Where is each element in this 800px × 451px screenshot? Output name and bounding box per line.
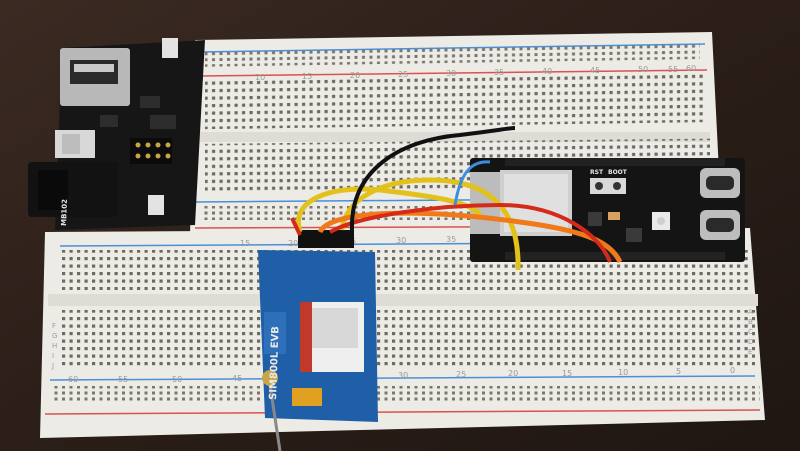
orange-wire	[317, 210, 623, 264]
bb-row-letter: C	[748, 328, 753, 336]
bottom-breadboard-labels: 15 20 25 30 35 40 60 55 50 45 30 25 20 1…	[51, 234, 753, 384]
bb-mid-num: 20	[288, 239, 298, 248]
bb-bottom-num: 25	[456, 370, 466, 379]
bb-row-letter: F	[52, 322, 56, 330]
bb-row-letter: D	[748, 338, 753, 346]
bb-top-num: 10	[255, 73, 265, 82]
bb-mid-num: 35	[446, 235, 456, 244]
top-breadboard-numbers: 10 15 20 25 30 35 40 45 50 55 60	[255, 64, 696, 82]
bb-bottom-num: 50	[172, 375, 182, 384]
bb-row-letter: I	[52, 352, 54, 360]
bb-row-letter: B	[748, 318, 753, 326]
bb-bottom-num: 15	[562, 369, 572, 378]
bb-row-letter: J	[51, 362, 54, 370]
bb-mid-num: 30	[396, 236, 406, 245]
antenna-connector	[262, 370, 278, 386]
boot-label: BOOT	[608, 169, 628, 176]
red-wire	[329, 202, 612, 263]
bb-top-num: 55	[668, 65, 678, 74]
power-module-label: MB102	[60, 199, 69, 226]
sim800l-module: SIM800L EVB	[258, 230, 378, 451]
header-pins	[130, 138, 172, 164]
bb-top-num: 25	[398, 70, 408, 79]
red-wire	[290, 217, 302, 236]
blue-wire	[453, 160, 491, 206]
bb-bottom-num: 5	[676, 367, 681, 376]
bb-row-letter: G	[52, 332, 57, 340]
sim-module-label: SIM800L EVB	[268, 326, 282, 400]
bb-mid-num: 15	[240, 239, 250, 248]
rst-label: RST	[590, 169, 604, 176]
bb-top-num: 60	[686, 64, 696, 73]
bb-bottom-num: 20	[508, 369, 518, 378]
jumper	[162, 38, 178, 58]
bb-bottom-num: 0	[730, 366, 735, 375]
jumper	[148, 195, 164, 215]
bb-row-letter: A	[748, 308, 753, 316]
bb-bottom-num: 10	[618, 368, 628, 377]
yellow-wire	[296, 186, 483, 233]
bb-row-letter: H	[52, 342, 57, 350]
bb-row-letter: E	[748, 348, 752, 356]
bb-top-num: 30	[446, 69, 456, 78]
bb-bottom-num: 45	[232, 374, 242, 383]
capacitor	[292, 388, 322, 406]
bb-top-num: 45	[590, 66, 600, 75]
bb-top-num: 35	[494, 68, 504, 77]
power-supply-module: MB102	[28, 38, 205, 230]
sim-header	[298, 230, 354, 248]
bb-bottom-num: 60	[68, 375, 78, 384]
bb-bottom-num: 30	[398, 371, 408, 380]
bb-top-num: 40	[542, 67, 552, 76]
bb-top-num: 15	[302, 72, 312, 81]
bb-top-num: 20	[350, 71, 360, 80]
bottom-breadboard	[40, 228, 765, 438]
jumper-wires	[290, 126, 623, 271]
black-wire	[349, 126, 516, 231]
bb-top-num: 50	[638, 65, 648, 74]
bb-bottom-num: 55	[118, 375, 128, 384]
